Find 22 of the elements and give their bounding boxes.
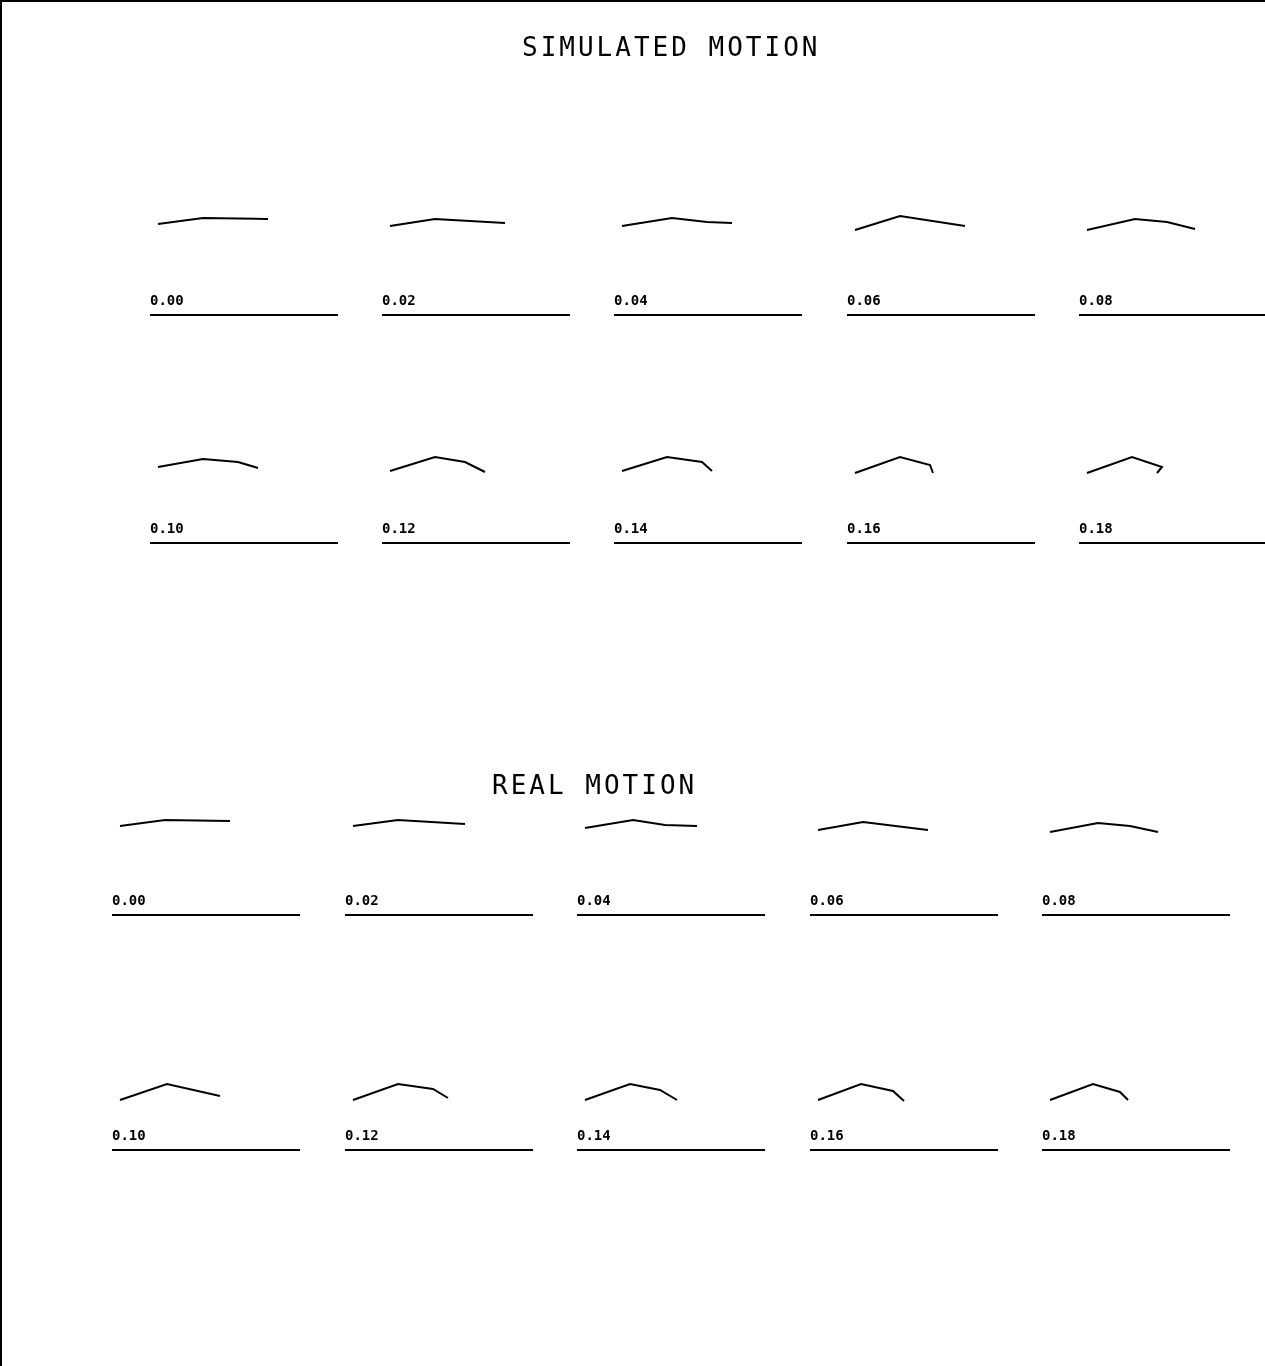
time-label: 0.10 (150, 520, 184, 536)
time-label: 0.16 (847, 520, 881, 536)
panel-heading: SIMULATED MOTION (522, 32, 821, 62)
panel-heading: REAL MOTION (492, 770, 698, 800)
time-label: 0.14 (577, 1127, 611, 1143)
time-label: 0.04 (577, 892, 611, 908)
time-label: 0.14 (614, 520, 648, 536)
time-label: 0.00 (112, 892, 146, 908)
time-label: 0.12 (382, 520, 416, 536)
time-label: 0.08 (1079, 292, 1113, 308)
time-label: 0.02 (345, 892, 379, 908)
time-label: 0.06 (810, 892, 844, 908)
time-label: 0.18 (1079, 520, 1113, 536)
time-label: 0.02 (382, 292, 416, 308)
time-label: 0.06 (847, 292, 881, 308)
time-label: 0.10 (112, 1127, 146, 1143)
time-label: 0.04 (614, 292, 648, 308)
time-label: 0.18 (1042, 1127, 1076, 1143)
time-label: 0.08 (1042, 892, 1076, 908)
time-label: 0.16 (810, 1127, 844, 1143)
time-label: 0.00 (150, 292, 184, 308)
time-label: 0.12 (345, 1127, 379, 1143)
